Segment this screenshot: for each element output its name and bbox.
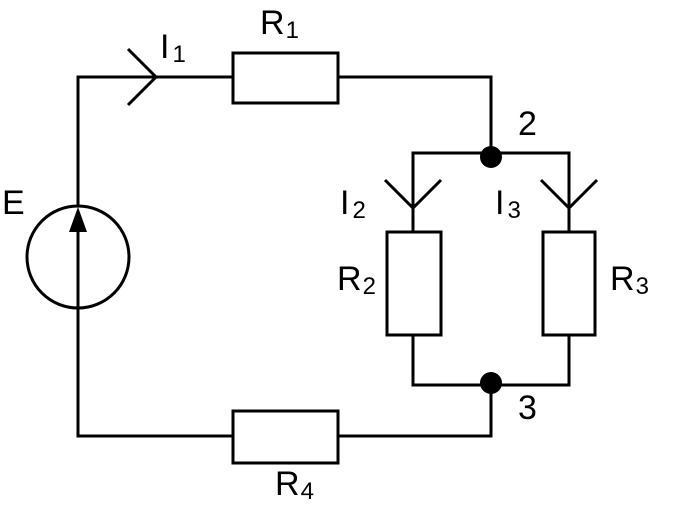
junction-node-2 [480,146,502,168]
node-label-2: 2 [518,105,537,143]
resistor-label-r3: R3 [610,260,649,300]
current-arrow-i1-icon [126,47,159,107]
current-arrow-i2-icon [383,178,443,211]
top-wire-right [336,75,493,159]
resistor-r1 [231,51,340,105]
bottom-wire-right [336,381,493,438]
voltage-source-arrow-icon [69,207,87,232]
current-arrow-i3-icon [539,178,599,211]
left-wire-bottom [76,306,235,438]
node-label-3: 3 [518,389,537,427]
left-wire-top [76,75,235,207]
source-label: E [2,184,25,222]
voltage-source [25,204,131,310]
resistor-label-r2: R2 [337,260,376,300]
resistor-r3 [541,230,597,337]
resistor-label-r1: R1 [260,4,299,44]
resistor-r2 [385,230,443,337]
resistor-r4 [231,409,340,465]
resistor-label-r4: R4 [275,465,314,505]
junction-node-3 [480,372,502,394]
